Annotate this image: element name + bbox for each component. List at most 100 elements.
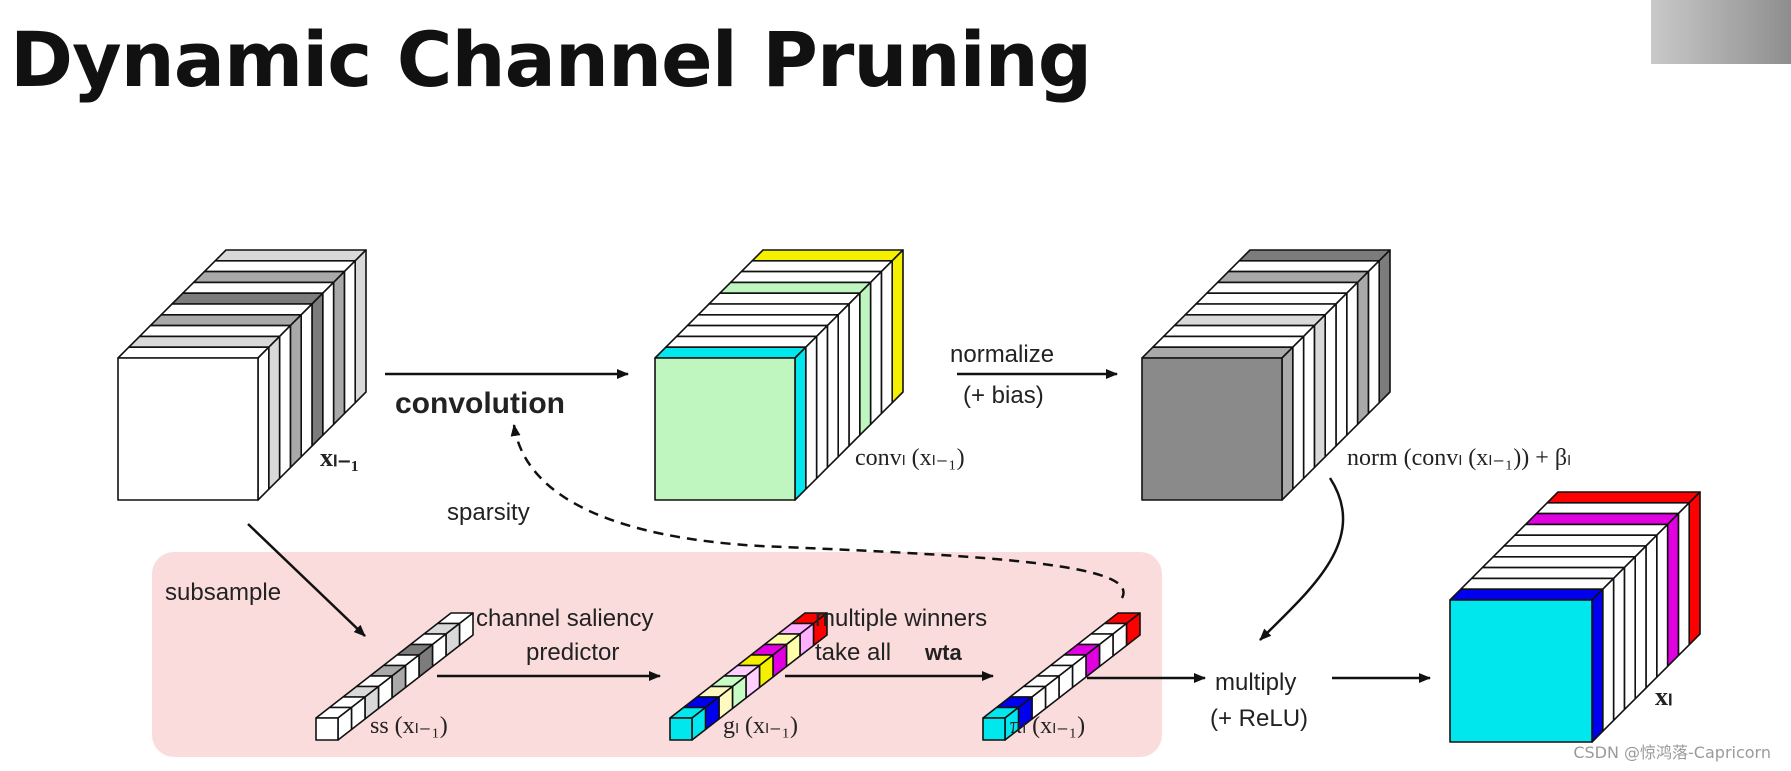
channel-slice-top: [1514, 523, 1669, 537]
channel-slice-top: [128, 335, 281, 349]
channel-slice-side: [1335, 292, 1348, 447]
channel-slice-side: [1591, 588, 1604, 743]
norm-to-multiply-arrow: [1259, 477, 1345, 641]
channel-slice-top: [214, 249, 367, 262]
channel-slice-side: [300, 303, 313, 458]
relu-label: (+ ReLU): [1210, 705, 1308, 732]
channel-slice-top: [117, 346, 270, 359]
channel-slice-side: [1324, 303, 1337, 458]
channel-slice-side: [343, 259, 357, 415]
normalize-label: normalize: [950, 341, 1054, 368]
channel-slice-top: [1141, 346, 1294, 359]
channel-slice-top: [1184, 303, 1337, 316]
channel-slice-top: [1524, 512, 1680, 526]
ss-label: ss (xₗ₋₁): [370, 713, 448, 739]
x-prev-label: xₗ₋₁: [320, 443, 359, 472]
normalized-feature-map: [1141, 249, 1391, 501]
conv-feature-map: [654, 249, 904, 501]
channel-slice-top: [664, 335, 818, 349]
channel-slice-top: [138, 324, 292, 338]
channel-slice-side: [794, 346, 807, 501]
channel-slice-top: [1470, 566, 1626, 580]
saliency-label-1: channel saliency: [476, 605, 653, 632]
channel-slice-side: [848, 292, 861, 447]
channel-slice-side: [815, 324, 829, 480]
channel-slice-side: [858, 281, 872, 437]
channel-slice-top: [1227, 259, 1380, 273]
vector-front-cell: [669, 717, 693, 741]
saliency-panel: [152, 552, 1162, 757]
channel-slice-top: [1535, 501, 1690, 515]
channel-slice-top: [1162, 324, 1316, 338]
channel-slice-side: [1313, 313, 1326, 469]
multiply-label: multiply: [1215, 669, 1296, 696]
bias-label: (+ bias): [963, 382, 1044, 409]
wta-label-1: multiple winners: [815, 605, 987, 632]
channel-front-face: [117, 357, 259, 501]
channel-slice-top: [654, 346, 807, 359]
wta-label-2: take all: [815, 639, 891, 666]
channel-front-face: [1449, 599, 1593, 743]
x-out-label: xₗ: [1655, 682, 1672, 711]
channel-slice-side: [267, 335, 281, 491]
winner-vector: [982, 612, 1141, 741]
channel-slice-top: [751, 249, 904, 262]
sparsity-label: sparsity: [447, 499, 530, 526]
subsample-label: subsample: [165, 579, 281, 606]
saliency-vector: [669, 612, 828, 741]
channel-slice-top: [1206, 281, 1359, 295]
channel-slice-top: [1460, 577, 1615, 591]
channel-slice-top: [149, 313, 303, 327]
vector-front-cell: [982, 717, 1006, 741]
channel-slice-top: [1173, 313, 1326, 327]
channel-slice-side: [1612, 566, 1626, 722]
channel-slice-side: [257, 346, 270, 501]
channel-slice-side: [1656, 523, 1669, 679]
pi-label: πₗ (xₗ₋₁): [1010, 713, 1085, 739]
channel-slice-top: [160, 303, 313, 316]
channel-slice-side: [1623, 555, 1636, 711]
channel-slice-top: [192, 270, 346, 284]
channel-slice-side: [1602, 577, 1615, 733]
channel-slice-top: [1481, 555, 1636, 569]
channel-slice-top: [697, 303, 850, 316]
channel-slice-side: [1356, 270, 1370, 426]
channel-slice-side: [1346, 281, 1359, 437]
wta-tag: wta: [924, 640, 962, 665]
sparsity-feedback-arrow: [510, 424, 1125, 599]
channel-slice-side: [880, 259, 894, 415]
channel-slice-top: [740, 259, 894, 273]
subsampled-vector: [315, 612, 474, 741]
channel-slice-top: [718, 281, 872, 295]
channel-slice-side: [1666, 512, 1680, 668]
channel-slice-top: [182, 281, 335, 295]
channel-slice-side: [289, 313, 303, 469]
channel-slice-side: [1634, 545, 1647, 700]
channel-slice-top: [1492, 545, 1647, 558]
channel-slice-top: [729, 270, 883, 284]
channel-slice-side: [804, 335, 818, 491]
convolution-label: convolution: [395, 387, 565, 420]
channel-slice-top: [1238, 249, 1391, 262]
channel-slice-side: [837, 303, 850, 458]
subsample-arrow: [247, 523, 366, 637]
channel-front-face: [1141, 357, 1283, 501]
channel-slice-side: [1688, 491, 1701, 646]
channel-slice-top: [708, 292, 861, 305]
channel-front-face: [654, 357, 796, 501]
channel-slice-side: [1677, 501, 1690, 657]
channel-slice-side: [891, 249, 904, 404]
conv-output-label: convₗ (xₗ₋₁): [855, 445, 965, 471]
channel-slice-side: [1281, 346, 1294, 501]
page-title: Dynamic Channel Pruning: [10, 15, 1092, 104]
channel-slice-side: [321, 281, 335, 437]
watermark: CSDN @惊鸿落-Capricorn: [1573, 743, 1771, 762]
channel-slice-side: [1645, 534, 1658, 689]
saliency-label-2: predictor: [526, 639, 619, 666]
channel-slice-side: [826, 313, 840, 469]
channel-slice-side: [869, 270, 883, 426]
channel-slice-top: [1216, 270, 1370, 284]
channel-slice-top: [686, 313, 840, 327]
channel-slice-top: [1503, 534, 1658, 547]
